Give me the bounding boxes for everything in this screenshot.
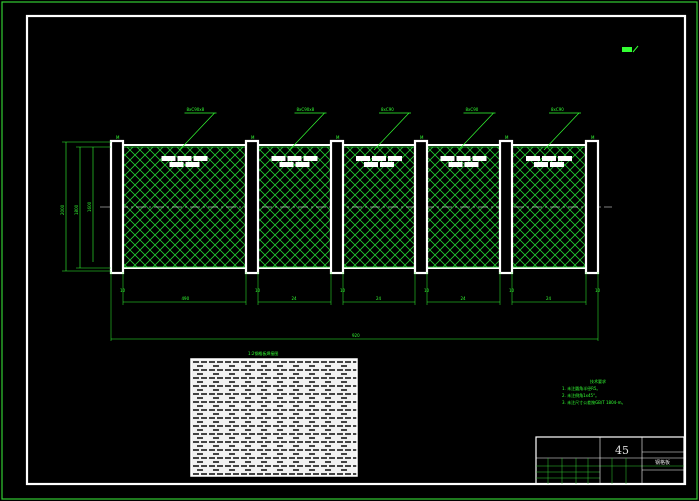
corner-mark: [622, 45, 639, 53]
post-6: [584, 139, 600, 275]
leader-2: [289, 112, 325, 151]
post-5: [498, 139, 514, 275]
leader-3: [373, 112, 410, 151]
width-label-5: 24: [546, 296, 552, 301]
note-line-1: 1. 未注圆角半径R5。: [562, 385, 600, 391]
leader-1: [179, 112, 215, 151]
hatch-detail: 1:2钢格板焊接图: [190, 350, 358, 477]
title-block: 45 钢格板: [535, 436, 685, 485]
panel-label-3: 8xC90: [381, 107, 394, 112]
panel-clamp-4: [440, 156, 487, 167]
small-dim-4: 10: [424, 288, 430, 293]
panel-clamp-3: [356, 156, 402, 167]
panel-clamp-2: [271, 156, 318, 167]
hatch-title: 1:2钢格板焊接图: [248, 350, 278, 356]
overall-width-label: 920: [352, 333, 360, 338]
leader-4: [458, 112, 494, 151]
notes-title: 技术要求: [590, 378, 606, 384]
post-1: [109, 139, 125, 275]
post-label-2: M: [251, 135, 255, 140]
small-dim-5: 10: [509, 288, 515, 293]
height-label-2: 1800: [74, 204, 79, 215]
width-label-4: 24: [461, 296, 467, 301]
panel-clamp-5: [526, 156, 572, 167]
leader-lines: 8xC90x8 8xC90x8 8xC90 8xC90 8xC90: [179, 107, 581, 151]
small-dim-2: 10: [255, 288, 261, 293]
post-label-5: M: [505, 135, 509, 140]
material-label: 45: [615, 444, 629, 457]
technical-notes: 技术要求 1. 未注圆角半径R5。 2. 未注倒角1x45°。 3. 未注尺寸公…: [562, 378, 626, 405]
note-line-3: 3. 未注尺寸公差按GB/T 1804-m。: [562, 399, 626, 405]
panel-label-5: 8xC90: [551, 107, 564, 112]
width-label-2: 24: [292, 296, 298, 301]
height-dimensions: 2000 1800 1600: [60, 141, 111, 272]
small-dim-1: 10: [120, 288, 126, 293]
post-label-4: M: [420, 135, 424, 140]
panel-label-1: 8xC90x8: [187, 107, 205, 112]
panel-label-2: 8xC90x8: [297, 107, 315, 112]
height-label-1: 2000: [60, 204, 65, 215]
panel-label-4: 8xC90: [466, 107, 479, 112]
post-label-6: M: [591, 135, 595, 140]
post-label-1: M: [116, 135, 120, 140]
width-label-3: 24: [376, 296, 382, 301]
overall-dimension: 920: [110, 272, 599, 341]
width-label-1: 490: [182, 296, 190, 301]
small-dim-3: 10: [340, 288, 346, 293]
note-line-2: 2. 未注倒角1x45°。: [562, 392, 599, 398]
height-label-3: 1600: [87, 201, 92, 212]
post-4: [413, 139, 429, 275]
leader-5: [543, 112, 580, 151]
post-label-3: M: [336, 135, 340, 140]
inner-frame: [25, 14, 687, 486]
brick-hatch-area: [190, 358, 358, 477]
drawing-name: 钢格板: [655, 459, 670, 466]
post-3: [329, 139, 345, 275]
panel-clamp-1: [161, 156, 208, 167]
post-2: [244, 139, 260, 275]
